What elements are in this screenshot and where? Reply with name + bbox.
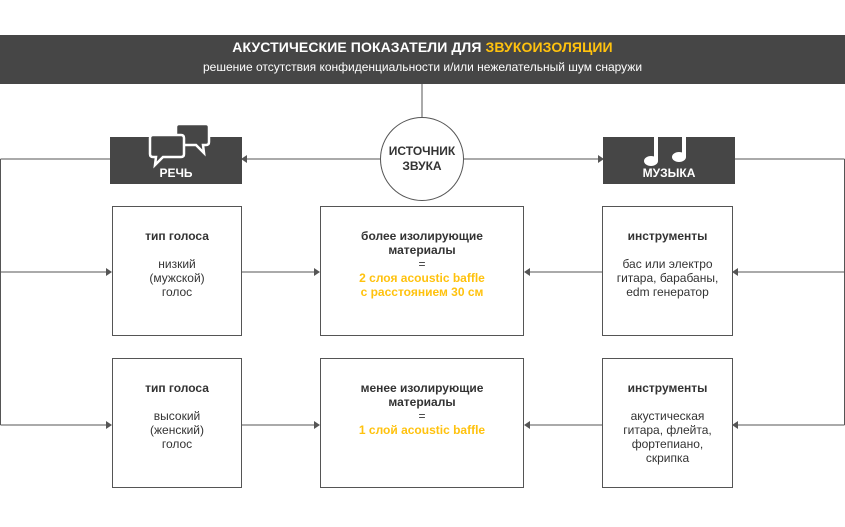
box-line: голос (161, 437, 193, 451)
music-note-icon (644, 124, 686, 166)
box-line: гитара, флейта, (623, 423, 712, 437)
arrow-right-box-1 (732, 268, 738, 276)
page-subtitle: решение отсутствия конфиденциальности и/… (202, 60, 643, 74)
arrow-left-box-1 (106, 268, 112, 276)
page-title: АКУСТИЧЕСКИЕ ПОКАЗАТЕЛИ ДЛЯ ЗВУКОИЗОЛЯЦИ… (0, 39, 845, 55)
less-insulating-box: менее изолирующие материалы = 1 слой aco… (320, 358, 524, 488)
equals-sign: = (418, 409, 426, 423)
more-insulating-box: более изолирующие материалы = 2 слоя aco… (320, 206, 524, 336)
box-title-line: менее изолирующие (360, 381, 484, 395)
speech-label: РЕЧЬ (159, 166, 193, 180)
box-line: гитара, барабаны, (616, 271, 719, 285)
source-line-1: ИСТОЧНИК (388, 144, 456, 158)
instruments-acoustic-box: инструменты акустическая гитара, флейта,… (602, 358, 733, 488)
box-line: фортепиано, (631, 437, 704, 451)
box-title-line: более изолирующие (361, 229, 483, 243)
box-title-line: материалы (388, 395, 456, 409)
source-line-2: ЗВУКА (402, 159, 442, 173)
box-title: инструменты (627, 229, 708, 243)
title-highlight: ЗВУКОИЗОЛЯЦИИ (485, 39, 613, 55)
instruments-loud-box: инструменты бас или электро гитара, бара… (602, 206, 733, 336)
box-line: высокий (153, 409, 201, 423)
header-banner: АКУСТИЧЕСКИЕ ПОКАЗАТЕЛИ ДЛЯ ЗВУКОИЗОЛЯЦИ… (0, 35, 845, 84)
voice-type-high-box: тип голоса высокий (женский) голос (112, 358, 242, 488)
box-line: бас или электро (622, 257, 713, 271)
highlight-line: 2 слоя acoustic baffle (359, 271, 485, 285)
box-line: низкий (158, 257, 196, 271)
box-title-line: материалы (388, 243, 456, 257)
box-line: (женский) (150, 423, 204, 437)
music-label: МУЗЫКА (642, 166, 696, 180)
box-line: edm генератор (626, 285, 709, 299)
arrow-center-from-right-2 (524, 421, 530, 429)
arrow-to-music (598, 155, 604, 163)
highlight-line: 1 слой acoustic baffle (358, 423, 486, 437)
arrow-left-box-2 (106, 421, 112, 429)
arrow-center-from-right-1 (524, 268, 530, 276)
speech-bubbles-icon (148, 124, 211, 169)
box-title: тип голоса (145, 381, 209, 395)
arrow-right-box-2 (732, 421, 738, 429)
arrow-center-from-left-1 (314, 268, 320, 276)
title-prefix: АКУСТИЧЕСКИЕ ПОКАЗАТЕЛИ ДЛЯ (232, 39, 486, 55)
box-title: тип голоса (145, 229, 209, 243)
box-line: скрипка (645, 451, 690, 465)
music-tag: МУЗЫКА (603, 137, 735, 184)
equals-sign: = (418, 257, 426, 271)
box-line: голос (161, 285, 193, 299)
highlight-line: с расстоянием 30 см (360, 285, 484, 299)
box-title: инструменты (627, 381, 708, 395)
box-line: акустическая (630, 409, 705, 423)
box-line: (мужской) (149, 271, 205, 285)
arrow-to-speech (241, 155, 247, 163)
arrow-center-from-left-2 (314, 421, 320, 429)
voice-type-low-box: тип голоса низкий (мужской) голос (112, 206, 242, 336)
